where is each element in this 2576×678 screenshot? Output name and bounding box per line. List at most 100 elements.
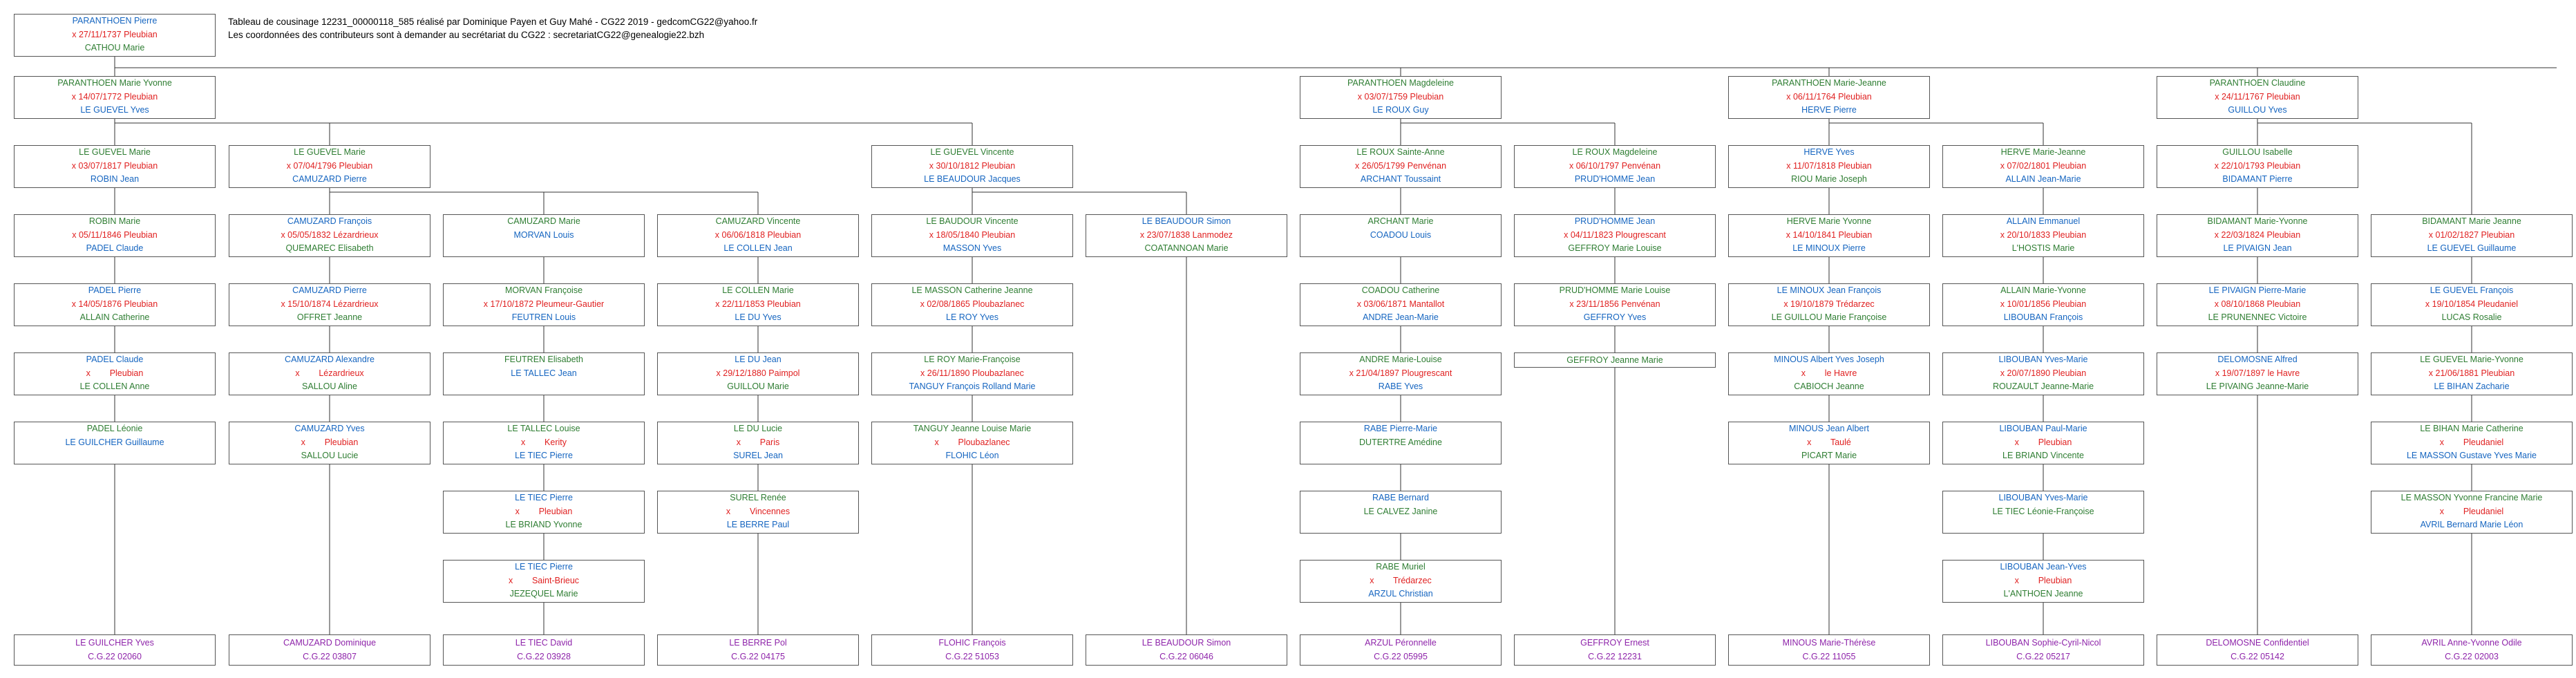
contributor-name: LE TIEC David bbox=[515, 638, 573, 648]
spouse-name: GUILLOU Marie bbox=[727, 382, 789, 391]
spouse-name: ARZUL Christian bbox=[1368, 589, 1433, 599]
marriage-info: x 22/10/1793 Pleubian bbox=[2214, 160, 2301, 171]
person-name: GEFFROY Jeanne Marie bbox=[1566, 355, 1663, 365]
couple-box: LE GUEVEL Marie-Yvonne x 21/06/1881 Pleub… bbox=[2371, 352, 2573, 395]
couple-box: GEFFROY Jeanne Marie bbox=[1514, 352, 1716, 368]
marriage-info: x 21/06/1881 Pleubian bbox=[2428, 368, 2515, 378]
spouse-name: GUILLOU Yves bbox=[2228, 105, 2287, 115]
spouse-name: LE TIEC Léonie-Françoise bbox=[1992, 506, 2094, 516]
contributor-name: LE GUILCHER Yves bbox=[75, 638, 154, 648]
person-name: HERVE Yves bbox=[1803, 147, 1855, 157]
spouse-name: ALLAIN Jean-Marie bbox=[2005, 174, 2081, 184]
person-name: LE TALLEC Louise bbox=[507, 424, 580, 433]
marriage-info: x 05/11/1846 Pleubian bbox=[72, 229, 158, 240]
spouse-name: LE BEAUDOUR Jacques bbox=[924, 174, 1021, 184]
marriage-info: x Pleubian bbox=[301, 437, 359, 447]
person-name: ALLAIN Marie-Yvonne bbox=[2000, 285, 2086, 295]
marriage-info: x 06/10/1797 Penvénan bbox=[1569, 160, 1661, 171]
marriage-info: x Taulé bbox=[1807, 437, 1851, 447]
marriage-info: x 11/07/1818 Pleubian bbox=[1786, 160, 1872, 171]
contributor-code: C.G.22 04175 bbox=[731, 651, 785, 661]
spouse-name: ANDRE Jean-Marie bbox=[1363, 312, 1439, 322]
person-name: RABE Muriel bbox=[1376, 562, 1426, 572]
contributor-code: C.G.22 02003 bbox=[2445, 651, 2499, 661]
spouse-name: HERVE Pierre bbox=[1801, 105, 1857, 115]
person-name: PRUD'HOMME Marie Louise bbox=[1559, 285, 1671, 295]
contributor-name: MINOUS Marie-Thérèse bbox=[1782, 638, 1876, 648]
spouse-name: ROBIN Jean bbox=[90, 174, 140, 184]
marriage-info: x 02/08/1865 Ploubazlanec bbox=[920, 299, 1025, 309]
contributor-name: LIBOUBAN Sophie-Cyril-Nicol bbox=[1985, 638, 2101, 648]
person-name: BIDAMANT Marie Jeanne bbox=[2422, 216, 2521, 226]
marriage-info: x Pleudaniel bbox=[2439, 437, 2504, 447]
marriage-info: x 24/11/1767 Pleubian bbox=[2215, 91, 2300, 102]
person-name: COADOU Catherine bbox=[1361, 285, 1440, 295]
person-name: LE MINOUX Jean François bbox=[1777, 285, 1882, 295]
spouse-name: LE TALLEC Jean bbox=[511, 368, 577, 378]
spouse-name: FLOHIC Léon bbox=[945, 451, 999, 460]
person-name: ALLAIN Emmanuel bbox=[2006, 216, 2081, 226]
contributor-name: LE BERRE Pol bbox=[729, 638, 787, 648]
person-name: LE COLLEN Marie bbox=[722, 285, 794, 295]
marriage-info: x 07/04/1796 Pleubian bbox=[286, 160, 373, 171]
person-name: MINOUS Jean Albert bbox=[1788, 424, 1869, 433]
marriage-info: x 29/12/1880 Paimpol bbox=[716, 368, 800, 378]
person-name: LE GUEVEL Marie-Yvonne bbox=[2420, 355, 2523, 364]
spouse-name: SALLOU Aline bbox=[302, 382, 357, 391]
contributor-name: GEFFROY Ernest bbox=[1580, 638, 1649, 648]
marriage-info: x Pleubian bbox=[2014, 575, 2072, 585]
person-name: LE BEAUDOUR Simon bbox=[1142, 216, 1231, 226]
marriage-info: x 06/06/1818 Pleubian bbox=[714, 229, 802, 240]
person-name: FEUTREN Elisabeth bbox=[504, 355, 583, 364]
marriage-info: x 30/10/1812 Pleubian bbox=[929, 160, 1016, 171]
person-name: HERVE Marie Yvonne bbox=[1786, 216, 1872, 226]
spouse-name: JEZEQUEL Marie bbox=[509, 589, 578, 599]
marriage-info: x 14/05/1876 Pleubian bbox=[71, 299, 158, 309]
contributor-code: C.G.22 51053 bbox=[945, 651, 999, 661]
marriage-info: x 19/07/1897 le Havre bbox=[2215, 368, 2300, 378]
spouse-name: ALLAIN Catherine bbox=[79, 312, 150, 322]
spouse-name: LE PIVAIGN Jean bbox=[2223, 243, 2292, 253]
spouse-name: LE ROY Yves bbox=[946, 312, 998, 322]
spouse-name: CABIOCH Jeanne bbox=[1794, 382, 1864, 391]
marriage-info: x Pleubian bbox=[86, 368, 144, 378]
person-name: PARANTHOEN Magdeleine bbox=[1347, 78, 1454, 88]
marriage-info: x Pleubian bbox=[515, 506, 573, 516]
spouse-name: LIBOUBAN François bbox=[2003, 312, 2083, 322]
person-name: PADEL Léonie bbox=[86, 424, 143, 433]
person-name: MINOUS Albert Yves Joseph bbox=[1774, 355, 1884, 364]
person-name: LE ROUX Magdeleine bbox=[1572, 147, 1658, 157]
header-contact: Les coordonnées des contributeurs sont à… bbox=[228, 30, 705, 40]
marriage-info: x 27/11/1737 Pleubian bbox=[72, 29, 158, 39]
spouse-name: LE DU Yves bbox=[735, 312, 782, 322]
spouse-name: ARCHANT Toussaint bbox=[1360, 174, 1441, 184]
